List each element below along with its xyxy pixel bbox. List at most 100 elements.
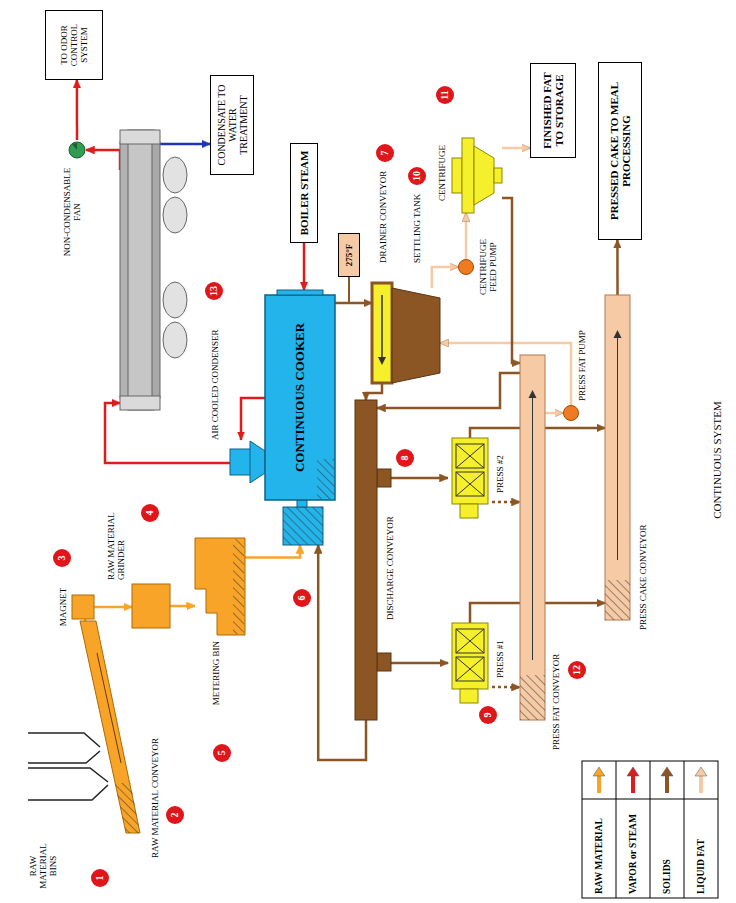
legend-frame xyxy=(582,761,718,898)
box-label: 275°F xyxy=(344,244,354,267)
caption: CONTINUOUS SYSTEM xyxy=(711,360,723,560)
flow-connector xyxy=(366,383,382,400)
flow-connector xyxy=(465,213,468,259)
flow-connector xyxy=(502,198,520,363)
fan xyxy=(163,322,187,358)
legend-swatch xyxy=(658,765,676,795)
discharge-conveyor-part xyxy=(355,400,377,720)
centrifuge-part xyxy=(474,146,494,205)
legend-rule xyxy=(684,761,685,898)
press-1-part xyxy=(456,657,484,681)
press-2-part xyxy=(456,472,484,496)
press-2-part xyxy=(456,444,484,468)
press-2-shape xyxy=(448,438,492,518)
press-1-part xyxy=(460,689,478,703)
press-2-part xyxy=(456,444,484,468)
callout-number: 1 xyxy=(91,869,109,887)
flow-connector xyxy=(303,243,306,290)
press-fat-pump-shape xyxy=(563,405,579,421)
equipment-label: NON-CONDENSABLE FAN xyxy=(62,166,82,258)
flow-connector xyxy=(170,605,195,608)
metering-bin-shape xyxy=(195,538,245,635)
discharge-conveyor: DISCHARGE CONVEYOR xyxy=(355,400,377,720)
raw-material-conveyor-part xyxy=(80,621,140,833)
continuous-cooker-part xyxy=(283,507,323,545)
callout-number: 6 xyxy=(293,589,311,607)
press-chute xyxy=(377,469,391,487)
continuous-cooker-part xyxy=(277,290,323,295)
press-2-part xyxy=(452,438,488,504)
legend-arrow-shaft xyxy=(699,775,703,793)
centrifuge-shape xyxy=(452,138,502,213)
legend-arrow-shaft xyxy=(665,775,669,793)
settling-tank-shape xyxy=(392,288,440,383)
flow-connector xyxy=(245,545,300,557)
legend-text: VAPOR or STEAM xyxy=(616,802,650,894)
callout-number: 8 xyxy=(396,449,414,467)
condensate-box: CONDENSATE TO WATER TREATMENT xyxy=(210,75,254,175)
air-cooled-condenser-part xyxy=(120,130,160,144)
press-1-part xyxy=(456,657,484,681)
odor-control-box: TO ODOR CONTROL SYSTEM xyxy=(45,10,103,80)
press-cake-conveyor-part xyxy=(605,295,630,620)
centrifuge-feed-pump-part xyxy=(459,260,474,275)
boiler-steam-box: BOILER STEAM xyxy=(290,143,318,243)
flow-connector xyxy=(335,302,372,305)
callout-number: 2 xyxy=(166,806,184,824)
drainer-conveyor-part xyxy=(381,295,383,359)
vapor-cone xyxy=(250,441,265,483)
raw-material-conveyor: RAW MATERIAL CONVEYOR xyxy=(78,621,140,833)
box-label: BOILER STEAM xyxy=(298,151,310,236)
press-chute xyxy=(377,653,391,671)
press-2-part xyxy=(460,504,478,518)
box-label: CONDENSATE TO WATER TREATMENT xyxy=(216,80,249,170)
continuous-cooker-part xyxy=(297,500,307,507)
meal-processing-box: PRESSED CAKE TO MEAL PROCESSING xyxy=(598,62,642,240)
flow-connector xyxy=(492,501,520,504)
equipment-label: PRESS CAKE CONVEYOR xyxy=(638,490,648,630)
flow-connector xyxy=(432,267,458,288)
raw-material-grinder: RAW MATERIAL GRINDER xyxy=(132,584,170,628)
legend-text: RAW MATERIAL xyxy=(582,802,616,894)
press-1-part xyxy=(456,657,484,681)
legend-swatch xyxy=(692,765,710,795)
callout-number: 9 xyxy=(479,706,497,724)
temperature-box: 275°F xyxy=(338,233,360,277)
equipment-label: DRAINER CONVEYOR xyxy=(378,163,388,263)
continuous-cooker: CONTINUOUS COOKER xyxy=(265,290,335,545)
flow-connector xyxy=(502,147,530,150)
air-cooled-condenser-shape xyxy=(120,130,160,410)
callout-number: 10 xyxy=(408,167,426,185)
thermometer-leader xyxy=(348,275,350,303)
press-cake-conveyor-part xyxy=(617,338,618,560)
legend-box xyxy=(582,761,718,898)
equipment-label: METERING BIN xyxy=(211,641,221,727)
legend-arrow-shaft xyxy=(631,775,635,793)
press-1-part xyxy=(456,629,484,653)
raw-material-grinder-part xyxy=(132,584,170,628)
legend-arrow-shaft xyxy=(597,775,601,793)
equipment-label: CENTRIFUGE FEED PUMP xyxy=(478,231,498,303)
equipment-label: CENTRIFUGE xyxy=(437,138,447,208)
equipment-label: SETTLING TANK xyxy=(412,183,422,263)
press-fat-conveyor-part xyxy=(520,675,545,720)
flow-connector xyxy=(492,686,520,689)
centrifuge-feed-pump: CENTRIFUGE FEED PUMP xyxy=(458,259,474,275)
centrifuge-part xyxy=(494,168,502,183)
press-fat-conveyor-part xyxy=(529,390,537,398)
press-cake-conveyor-shape xyxy=(605,295,630,620)
legend-arrow-head xyxy=(661,767,673,776)
centrifuge-part xyxy=(452,158,462,193)
flow-connector xyxy=(160,143,210,146)
legend-rule xyxy=(616,761,617,898)
equipment-label: PRESS FAT PUMP xyxy=(577,321,587,401)
legend-text: LIQUID FAT xyxy=(684,802,718,894)
area-label: RAW MATERIAL BINS xyxy=(28,835,58,897)
box-label: PRESSED CAKE TO MEAL PROCESSING xyxy=(608,67,632,235)
press-cake-conveyor-part xyxy=(605,580,630,620)
non-condensable-fan-part xyxy=(69,142,85,158)
press-fat-conveyor-shape xyxy=(520,355,545,720)
drainer-conveyor-shape xyxy=(372,283,392,383)
metering-bin-part xyxy=(195,538,245,635)
